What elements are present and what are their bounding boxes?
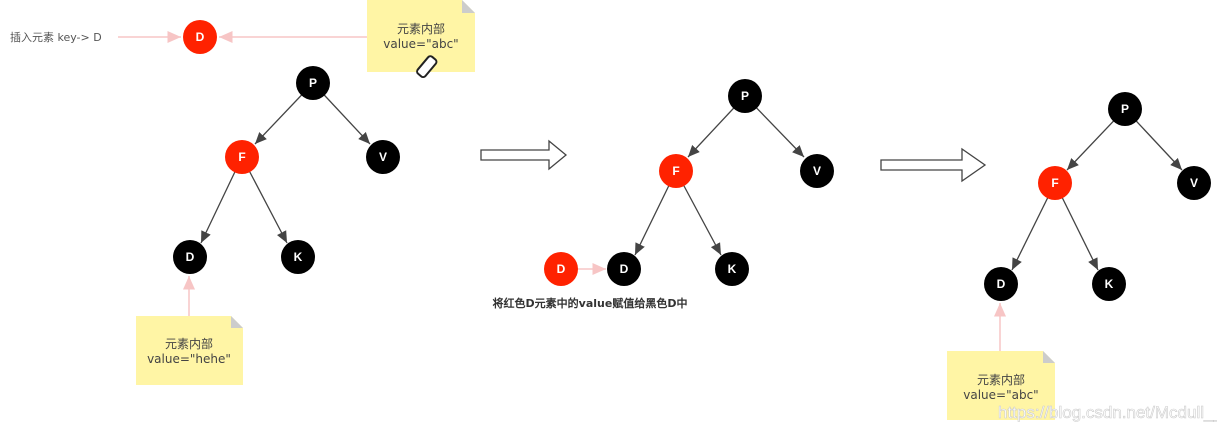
svg-text:value="hehe": value="hehe" (147, 352, 231, 366)
tree1-node-f[interactable]: F (225, 140, 259, 174)
svg-text:D: D (997, 277, 1006, 291)
svg-text:元素内部: 元素内部 (165, 336, 213, 351)
note-hehe: 元素内部 value="hehe" (136, 316, 243, 385)
cursor-icon (416, 55, 438, 79)
svg-text:P: P (1121, 102, 1129, 116)
svg-text:F: F (238, 150, 245, 164)
tree2-node-d[interactable]: D (607, 252, 641, 286)
tree3-edges (1011, 108, 1183, 271)
tree2-new-node-d[interactable]: D (544, 252, 578, 286)
note-abc-top: 元素内部 value="abc" (367, 0, 475, 72)
tree2-node-p[interactable]: P (728, 79, 762, 113)
tree1-node-v[interactable]: V (366, 140, 400, 174)
svg-text:P: P (309, 76, 317, 90)
new-node-d[interactable]: D (183, 20, 217, 54)
svg-text:P: P (741, 89, 749, 103)
tree2-node-v[interactable]: V (800, 154, 834, 188)
tree1-node-k[interactable]: K (281, 240, 315, 274)
svg-text:F: F (1051, 176, 1058, 190)
svg-text:V: V (1190, 176, 1198, 190)
step-caption: 将红色D元素中的value赋值给黑色D中 (493, 296, 688, 310)
svg-text:元素内部: 元素内部 (397, 21, 445, 36)
tree2-node-f[interactable]: F (659, 154, 693, 188)
tree3-node-d[interactable]: D (984, 267, 1018, 301)
svg-text:D: D (620, 262, 629, 276)
watermark: https://blog.csdn.net/Mcdull__ (998, 403, 1217, 422)
tree3-node-k[interactable]: K (1092, 267, 1126, 301)
insert-label: 插入元素 key-> D (10, 30, 102, 44)
tree1-node-p[interactable]: P (296, 66, 330, 100)
svg-text:D: D (186, 250, 195, 264)
svg-text:K: K (294, 250, 303, 264)
svg-text:元素内部: 元素内部 (977, 372, 1025, 387)
svg-text:K: K (728, 262, 737, 276)
step-arrow-2 (880, 147, 987, 183)
svg-text:F: F (672, 164, 679, 178)
tree3-node-p[interactable]: P (1108, 92, 1142, 126)
step-arrow-1 (480, 139, 568, 171)
tree1-node-d[interactable]: D (173, 240, 207, 274)
svg-text:V: V (379, 150, 387, 164)
svg-text:D: D (557, 262, 566, 276)
svg-text:D: D (196, 30, 205, 44)
tree2-node-k[interactable]: K (715, 252, 749, 286)
tree3-node-v[interactable]: V (1177, 166, 1211, 200)
svg-text:V: V (813, 164, 821, 178)
svg-text:value="abc": value="abc" (383, 37, 458, 51)
svg-text:K: K (1105, 277, 1114, 291)
svg-text:value="abc": value="abc" (963, 388, 1038, 402)
note-abc-bottom: 元素内部 value="abc" (947, 351, 1055, 420)
tree3-node-f[interactable]: F (1038, 166, 1072, 200)
